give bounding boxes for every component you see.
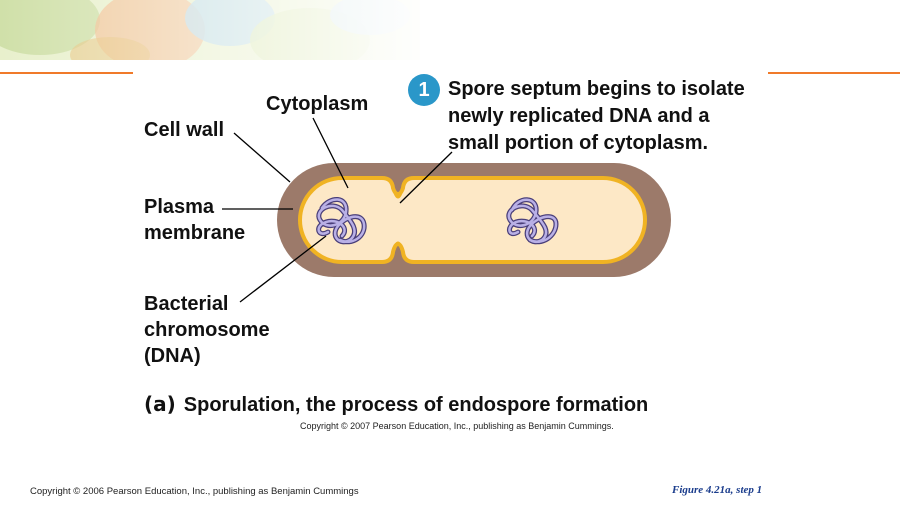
copyright-notice-figure: Copyright © 2007 Pearson Education, Inc.… xyxy=(300,421,614,431)
step-description: Spore septum begins to isolate newly rep… xyxy=(448,76,745,157)
plasma-membrane-label: Plasma membrane xyxy=(144,194,245,246)
figure-reference: Figure 4.21a, step 1 xyxy=(672,484,763,496)
bacterial-chromosome-label: Bacterial chromosome (DNA) xyxy=(144,291,270,369)
caption-text: Sporulation, the process of endospore fo… xyxy=(183,394,649,416)
copyright-notice-slide: Copyright © 2006 Pearson Education, Inc.… xyxy=(30,486,359,497)
chromosome-label-line3: (DNA) xyxy=(144,345,201,367)
spore-septum xyxy=(392,189,404,199)
figure-caption: (a) Sporulation, the process of endospore… xyxy=(144,391,648,418)
cytoplasm-label: Cytoplasm xyxy=(266,93,369,115)
step-text-line2: newly replicated DNA and a xyxy=(448,105,710,127)
cytoplasm-leader xyxy=(312,117,349,189)
chromosome-label-line2: chromosome xyxy=(144,319,270,341)
header-banner xyxy=(0,0,900,80)
septum-leader xyxy=(399,151,453,204)
step-number-badge: 1 xyxy=(408,74,440,106)
dna-coil-left-highlight xyxy=(317,198,366,243)
plasma-membrane-label-line1: Plasma xyxy=(144,196,215,218)
step-text-line1: Spore septum begins to isolate xyxy=(448,78,745,100)
cell-wall-label: Cell wall xyxy=(144,119,225,141)
caption-letter: (a) xyxy=(144,392,176,416)
chromosome-label-line1: Bacterial xyxy=(144,293,229,315)
chromosome-leader xyxy=(239,235,327,303)
cell-wall-leader xyxy=(233,132,291,183)
step-text-line3: small portion of cytoplasm. xyxy=(448,132,709,154)
plasma-membrane-shape xyxy=(298,176,647,264)
plasma-membrane-label-line2: membrane xyxy=(144,222,246,244)
spore-septum-lower xyxy=(392,241,404,251)
dna-coil-right-highlight xyxy=(507,198,558,243)
